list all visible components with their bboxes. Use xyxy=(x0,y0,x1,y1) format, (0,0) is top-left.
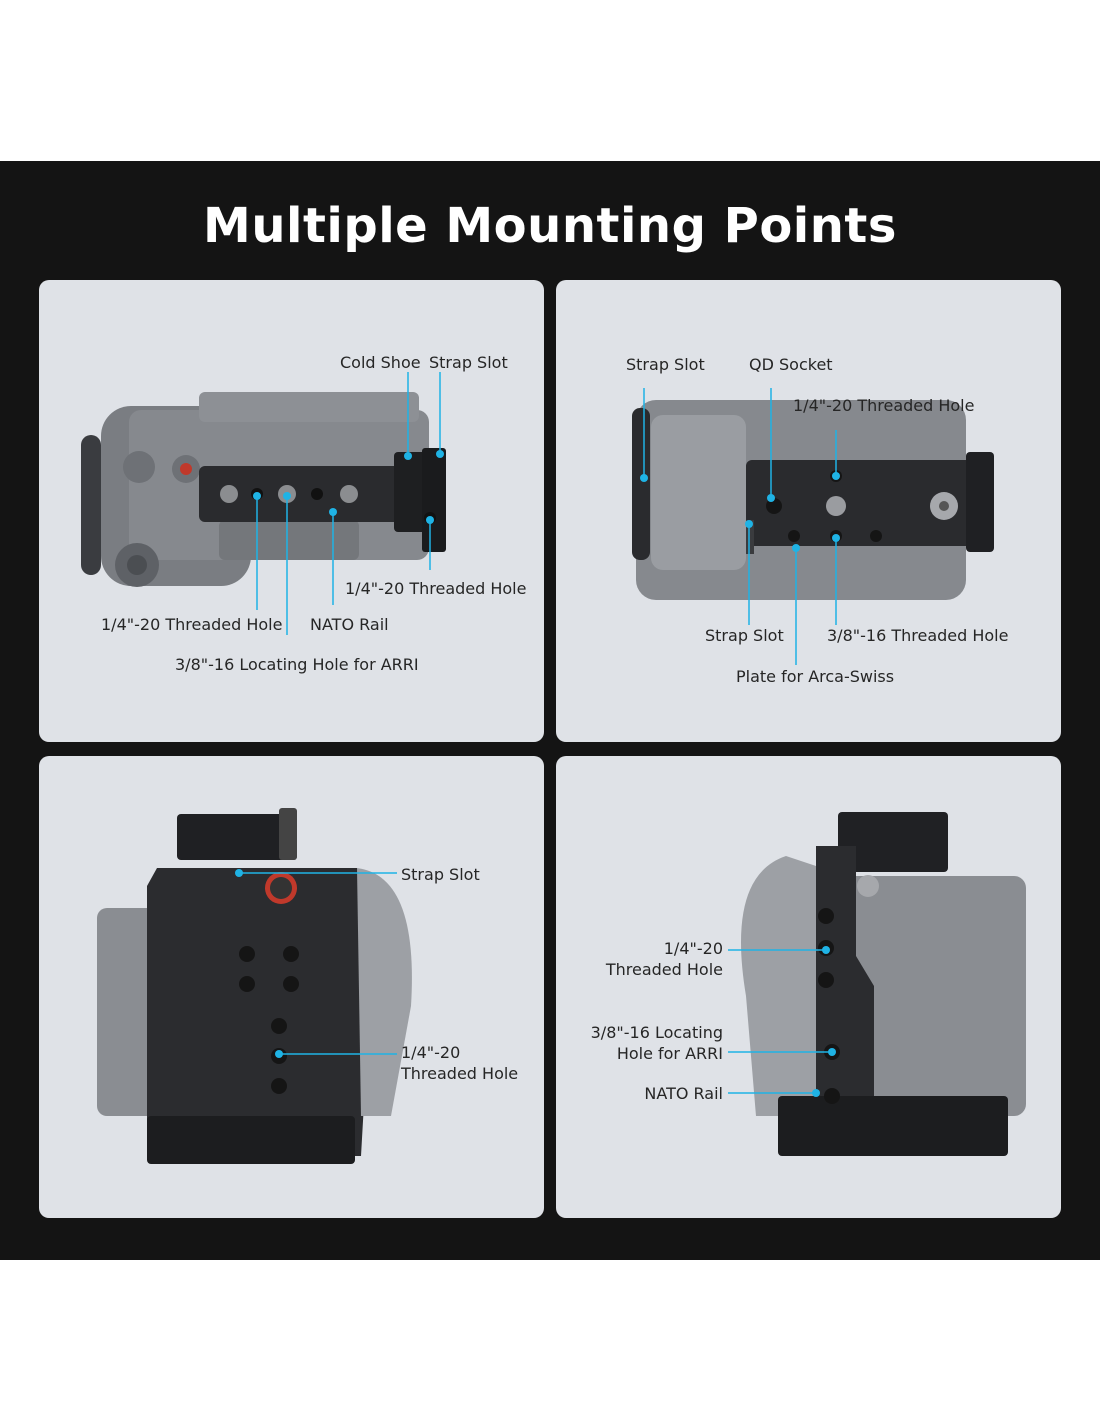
panel-cage-side-view: 1/4"-20 Threaded Hole 3/8"-16 Locating H… xyxy=(556,756,1061,1218)
camera-cage-side-illustration xyxy=(728,812,1026,1156)
label-strap-slot: Strap Slot xyxy=(401,865,480,884)
camera-top-view-illustration xyxy=(81,372,446,635)
label-threaded-hole-right: 1/4"-20 Threaded Hole xyxy=(345,579,527,598)
camera-bottom-view-illustration xyxy=(632,388,994,665)
label-threaded-hole-line2: Threaded Hole xyxy=(605,960,723,979)
label-arri-hole: 3/8"-16 Locating Hole for ARRI xyxy=(175,655,419,674)
label-threaded-hole-line2: Threaded Hole xyxy=(401,1064,519,1083)
label-arca-plate: Plate for Arca-Swiss xyxy=(736,667,895,686)
label-nato-rail: NATO Rail xyxy=(644,1084,723,1103)
label-nato-rail: NATO Rail xyxy=(310,615,389,634)
label-threaded-hole-38: 3/8"-16 Threaded Hole xyxy=(827,626,1009,645)
panel-top-view: Cold Shoe Strap Slot 1/4"-20 Threaded Ho… xyxy=(39,280,544,742)
label-threaded-hole-line1: 1/4"-20 xyxy=(401,1043,461,1062)
label-threaded-hole: 1/4"-20 Threaded Hole xyxy=(793,396,975,415)
label-strap-slot-top: Strap Slot xyxy=(626,355,705,374)
label-cold-shoe: Cold Shoe xyxy=(340,353,421,372)
label-arri-line2: Hole for ARRI xyxy=(616,1044,723,1063)
label-arri-line1: 3/8"-16 Locating xyxy=(590,1023,723,1042)
panel-bottom-view: Strap Slot QD Socket 1/4"-20 Threaded Ho… xyxy=(556,280,1061,742)
panel-grip-side-view: Strap Slot 1/4"-20 Threaded Hole xyxy=(39,756,544,1218)
label-strap-slot-bottom: Strap Slot xyxy=(705,626,784,645)
label-threaded-hole-left: 1/4"-20 Threaded Hole xyxy=(101,615,283,634)
label-qd-socket: QD Socket xyxy=(749,355,833,374)
camera-grip-side-illustration xyxy=(97,808,412,1164)
label-strap-slot: Strap Slot xyxy=(429,353,508,372)
label-threaded-hole-line1: 1/4"-20 xyxy=(663,939,723,958)
page-title: Multiple Mounting Points xyxy=(203,198,897,254)
